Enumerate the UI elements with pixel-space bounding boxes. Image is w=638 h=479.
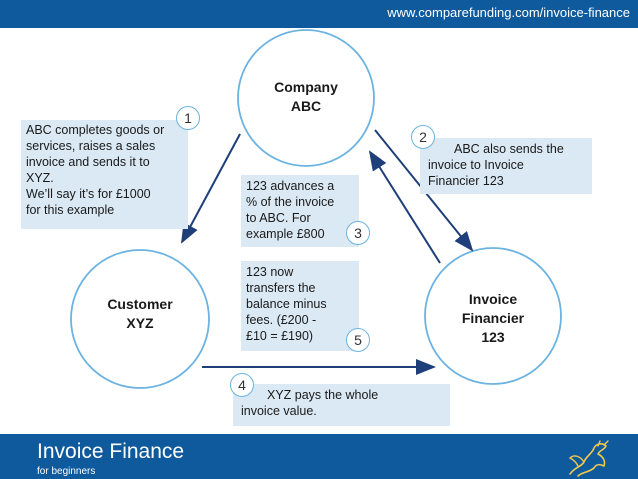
step-1-line: invoice and sends it to (26, 155, 150, 169)
step-2-note: ABC also sends the invoice to Invoice Fi… (420, 138, 592, 194)
step-2-line: invoice to Invoice (428, 158, 524, 172)
step-5-line: transfers the (246, 281, 316, 295)
step-3-line: example £800 (246, 227, 325, 241)
step-2-line: ABC also sends the (454, 142, 564, 156)
step-5-line: fees. (£200 - (246, 313, 317, 327)
customer-circle (70, 249, 210, 389)
step-3-line: to ABC. For (246, 211, 311, 225)
step-1-badge: 1 (176, 106, 200, 130)
step-1-line: ABC completes goods or (26, 123, 165, 137)
step-1-line: We’ll say it’s for £1000 (26, 187, 151, 201)
step-3-line: 123 advances a (246, 179, 335, 193)
company-name: Company (274, 79, 338, 95)
footer-title: Invoice Finance (37, 440, 185, 463)
footer-subtitle: for beginners (37, 466, 96, 477)
customer-code: XYZ (126, 315, 154, 331)
arrow-company-to-customer (181, 133, 241, 244)
arrow-financier-to-company (368, 150, 441, 264)
step-4-badge: 4 (230, 373, 254, 397)
step-5-note: 123 now transfers the balance minus fees… (241, 261, 359, 351)
financier-line-1: Invoice (468, 291, 518, 307)
footer-bar: Invoice Finance for beginners (0, 434, 638, 479)
step-2-badge: 2 (411, 125, 435, 149)
step-5-line: balance minus (246, 297, 327, 311)
step-3-note: 123 advances a % of the invoice to ABC. … (241, 175, 359, 247)
step-1-line: services, raises a sales (26, 139, 156, 153)
customer-name: Customer (107, 296, 173, 312)
step-3-line: % of the invoice (246, 195, 335, 209)
step-5-badge: 5 (346, 328, 370, 352)
step-1-line: XYZ. (26, 171, 54, 185)
step-5-line: 123 now (246, 265, 294, 279)
step-4-line: invoice value. (241, 404, 317, 418)
header-bar: www.comparefunding.com/invoice-finance (0, 0, 638, 28)
step-4-line: XYZ pays the whole (267, 388, 379, 402)
company-label: Company ABC (256, 78, 356, 116)
step-5-line: £10 = £190) (246, 329, 314, 343)
dragon-mascot-icon (568, 440, 609, 477)
company-circle (237, 29, 375, 167)
step-1-note: ABC completes goods or services, raises … (21, 120, 188, 229)
financier-label: Invoice Financier 123 (440, 290, 546, 347)
company-code: ABC (290, 98, 322, 114)
step-3-badge: 3 (346, 221, 370, 245)
header-url[interactable]: www.comparefunding.com/invoice-finance (387, 5, 630, 20)
financier-line-3: 123 (481, 329, 505, 345)
step-1-line: for this example (26, 203, 115, 217)
financier-circle (424, 247, 562, 385)
customer-label: Customer XYZ (90, 295, 190, 333)
step-4-note: XYZ pays the whole invoice value. (233, 384, 450, 426)
financier-line-2: Financier (461, 310, 525, 326)
step-2-line: Financier 123 (428, 174, 504, 188)
